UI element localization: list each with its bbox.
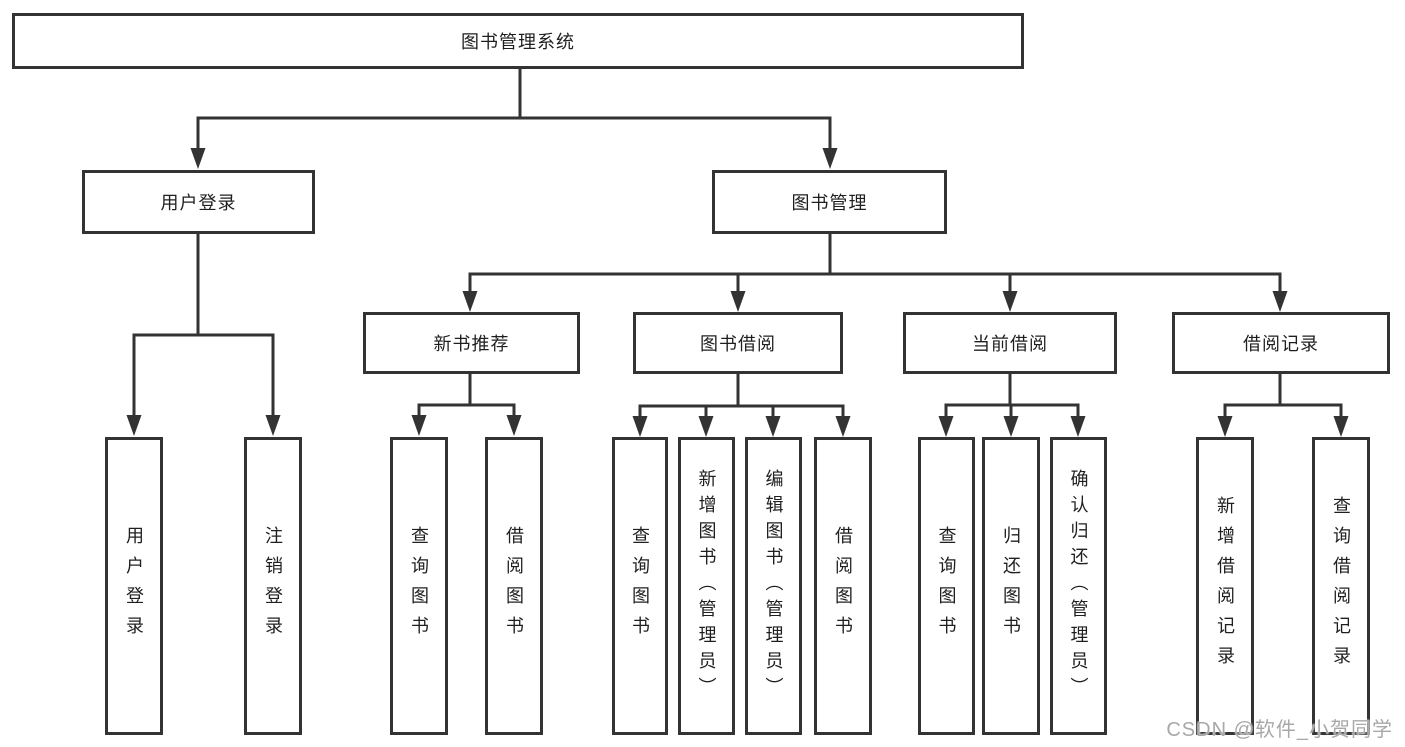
- node-current-borrow: 当前借阅: [903, 312, 1117, 374]
- node-book-borrow-label: 图书借阅: [700, 334, 776, 354]
- leaf-return-books: 归还图书: [982, 437, 1040, 735]
- csdn-watermark: CSDN @软件_小贺同学: [1166, 719, 1393, 741]
- leaf-add-borrow-record-label: 新增借阅记录: [1215, 496, 1235, 676]
- tree-edges: [132, 69, 1343, 421]
- arrowhead-icons: [126, 148, 1349, 437]
- node-borrow-records: 借阅记录: [1172, 312, 1390, 374]
- leaf-add-books-admin: 新增图书（管理员）: [678, 437, 735, 735]
- leaf-edit-books-admin: 编辑图书（管理员）: [745, 437, 802, 735]
- leaf-query-books-recommend-label: 查询图书: [409, 526, 429, 646]
- node-borrow-records-label: 借阅记录: [1243, 334, 1319, 354]
- leaf-edit-books-admin-label: 编辑图书（管理员）: [763, 469, 784, 703]
- node-book-borrow: 图书借阅: [633, 312, 843, 374]
- leaf-query-books-current: 查询图书: [918, 437, 975, 735]
- leaf-user-login-label: 用户登录: [124, 526, 144, 646]
- node-new-book-recommend: 新书推荐: [363, 312, 580, 374]
- leaf-user-login: 用户登录: [105, 437, 163, 735]
- node-book-management-label: 图书管理: [791, 193, 868, 213]
- leaf-query-borrow-record-label: 查询借阅记录: [1331, 496, 1351, 676]
- leaf-query-books-recommend: 查询图书: [390, 437, 448, 735]
- leaf-borrow-books-label: 借阅图书: [833, 526, 853, 646]
- node-root-label: 图书管理系统: [461, 32, 575, 52]
- leaf-confirm-return-admin: 确认归还（管理员）: [1050, 437, 1107, 735]
- leaf-add-borrow-record: 新增借阅记录: [1196, 437, 1254, 735]
- leaf-query-books-borrow: 查询图书: [612, 437, 668, 735]
- leaf-borrow-books: 借阅图书: [814, 437, 872, 735]
- leaf-confirm-return-admin-label: 确认归还（管理员）: [1068, 469, 1089, 703]
- leaf-query-borrow-record: 查询借阅记录: [1312, 437, 1370, 735]
- node-book-management: 图书管理: [712, 170, 947, 234]
- node-root-system: 图书管理系统: [12, 13, 1024, 69]
- leaf-borrow-books-recommend-label: 借阅图书: [504, 526, 524, 646]
- leaf-borrow-books-recommend: 借阅图书: [485, 437, 543, 735]
- node-user-login: 用户登录: [82, 170, 315, 234]
- node-current-borrow-label: 当前借阅: [972, 334, 1048, 354]
- leaf-query-books-current-label: 查询图书: [936, 526, 957, 646]
- node-user-login-label: 用户登录: [160, 193, 237, 213]
- leaf-logout: 注销登录: [244, 437, 302, 735]
- leaf-logout-label: 注销登录: [263, 526, 283, 646]
- leaf-add-books-admin-label: 新增图书（管理员）: [696, 469, 717, 703]
- node-new-book-recommend-label: 新书推荐: [433, 334, 510, 354]
- leaf-return-books-label: 归还图书: [1001, 526, 1021, 646]
- leaf-query-books-borrow-label: 查询图书: [630, 526, 650, 646]
